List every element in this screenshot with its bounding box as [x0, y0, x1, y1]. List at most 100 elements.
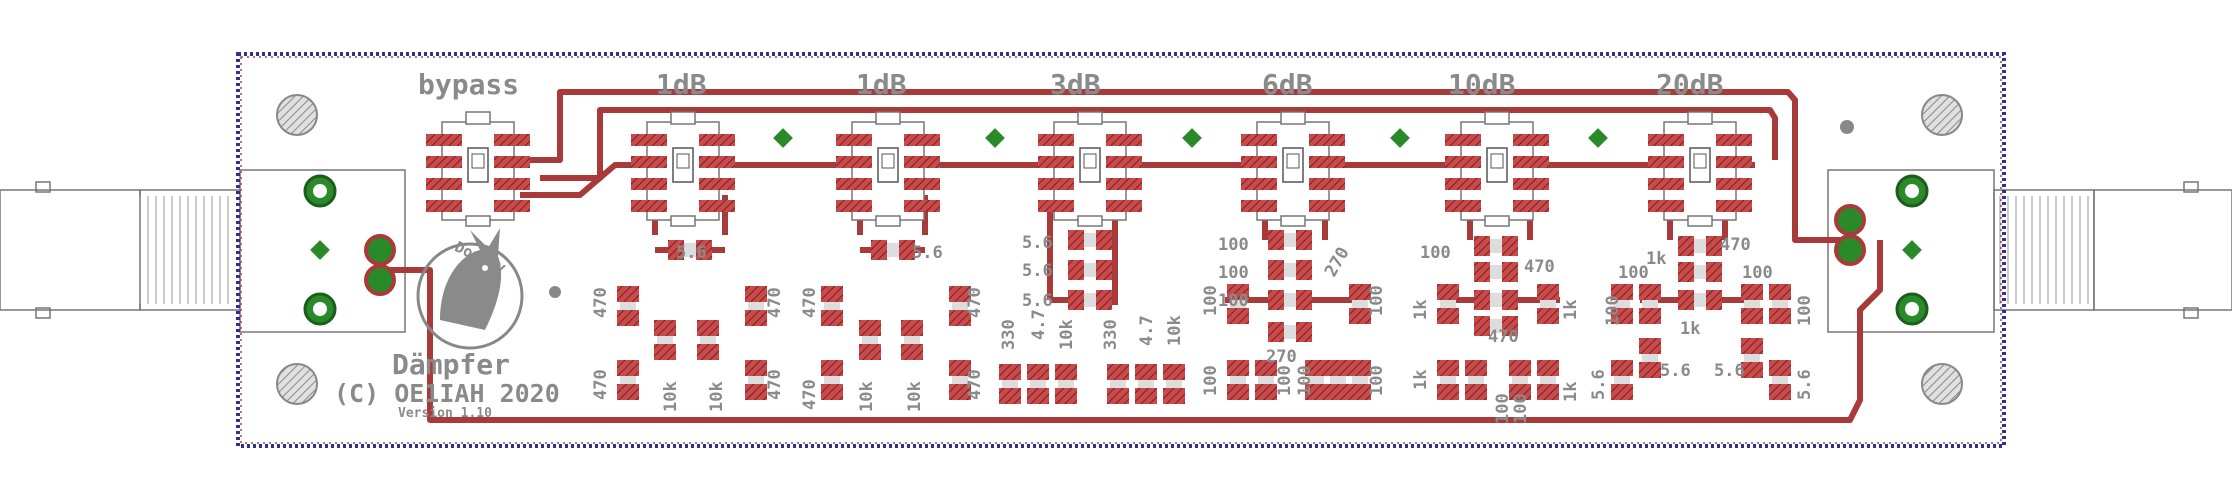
smd-resistor-icon	[1537, 360, 1559, 400]
smd-resistor-icon	[654, 320, 676, 360]
stage-label-10db: 10dB	[1448, 68, 1515, 101]
smd-resistor-icon	[617, 286, 639, 326]
r-label: 5.6	[1660, 361, 1691, 381]
smd-resistor-icon	[1107, 364, 1129, 404]
smd-resistor-icon	[1068, 290, 1112, 310]
r-label: 1k	[1680, 319, 1700, 339]
smd-resistor-icon	[901, 320, 923, 360]
r-label: 10k	[1165, 315, 1185, 346]
r-label: 470	[1720, 235, 1751, 255]
r-label: 470	[591, 369, 611, 400]
r-label: 470	[765, 369, 785, 400]
r-label: 100	[1618, 263, 1649, 283]
smd-resistor-icon	[1135, 364, 1157, 404]
smd-resistor-icon	[1227, 360, 1249, 400]
r-label: 330	[999, 319, 1019, 350]
r-label: 270	[1266, 347, 1297, 367]
r-label: 5.6	[1022, 291, 1053, 311]
smd-resistor-icon	[1163, 364, 1185, 404]
smd-resistor-icon	[821, 286, 843, 326]
smd-resistor-icon	[1068, 260, 1112, 280]
smd-resistor-icon	[1268, 230, 1312, 250]
r-label: 5.6	[1022, 261, 1053, 281]
r-label: 10k	[707, 381, 727, 412]
stage-label-3db: 3dB	[1050, 68, 1101, 101]
smd-resistor-icon	[745, 360, 767, 400]
smd-resistor-icon	[999, 364, 1021, 404]
stage-label-1db-a: 1dB	[656, 68, 707, 101]
smd-resistor-icon	[1027, 364, 1049, 404]
resistor-icon	[617, 230, 1791, 404]
smd-resistor-icon	[821, 360, 843, 400]
smd-resistor-icon	[1639, 284, 1661, 324]
r-label: 470	[1524, 257, 1555, 277]
dip-switch-icon	[1445, 111, 1549, 227]
r-label: 1k	[1646, 249, 1666, 269]
r-label: 4.7	[1029, 309, 1049, 340]
r-label: 470	[800, 379, 820, 410]
r-label: 100	[1367, 285, 1387, 316]
donkey-logo-icon: Donkey	[416, 228, 524, 350]
r-label: 100	[1201, 285, 1221, 316]
smd-resistor-icon	[1349, 360, 1371, 400]
smd-resistor-icon	[1474, 316, 1518, 336]
r-label: 100	[1742, 263, 1773, 283]
r-label: 100	[1795, 295, 1815, 326]
dip-switch-icon	[1241, 111, 1345, 227]
r-label: 5.6	[1795, 369, 1815, 400]
resistor-value-labels: 5.6 470 470 470 470 10k 10k 5.6 470 470 …	[591, 233, 1815, 424]
smd-resistor-icon	[1349, 284, 1371, 324]
board-outline	[236, 52, 2006, 448]
r-label: 1k	[1411, 300, 1431, 320]
smd-resistor-icon	[949, 286, 971, 326]
smd-resistor-icon	[1678, 236, 1722, 256]
smd-resistor-icon	[1769, 360, 1791, 400]
stage-label-6db: 6dB	[1262, 68, 1313, 101]
dip-switch-icon	[1648, 111, 1752, 227]
smd-resistor-icon	[1509, 360, 1531, 400]
r-label: 100	[1295, 365, 1315, 396]
dip-switch-icon	[631, 111, 735, 227]
smd-resistor-icon	[1437, 360, 1459, 400]
stage-label-20db: 20dB	[1656, 68, 1723, 101]
r-label: 100	[1367, 365, 1387, 396]
smd-resistor-icon	[859, 320, 881, 360]
r-label: 100	[1603, 295, 1623, 326]
smd-resistor-icon	[1741, 284, 1763, 324]
r-label: 10k	[661, 381, 681, 412]
smd-resistor-icon	[1741, 338, 1763, 378]
stage-label-1db-b: 1dB	[856, 68, 907, 101]
r-label: 470	[765, 287, 785, 318]
smd-resistor-icon	[745, 286, 767, 326]
smd-resistor-icon	[1639, 338, 1661, 378]
r-label: 470	[1488, 327, 1519, 347]
smd-resistor-icon	[1327, 360, 1349, 400]
smd-resistor-icon	[949, 360, 971, 400]
r-label: 5.6	[676, 243, 707, 263]
smd-resistor-icon	[1678, 262, 1722, 282]
smd-resistor-icon	[1611, 284, 1633, 324]
stage-label-bypass: bypass	[418, 68, 519, 101]
smd-resistor-icon	[871, 240, 915, 260]
r-label: 5.6	[1714, 361, 1745, 381]
smd-resistor-icon	[1055, 364, 1077, 404]
r-label: 4.7	[1137, 315, 1157, 346]
r-label: 100	[1511, 393, 1531, 424]
smd-resistor-icon	[1268, 290, 1312, 310]
smd-resistor-icon	[1678, 290, 1722, 310]
smd-resistor-icon	[1268, 260, 1312, 280]
smd-resistor-icon	[1068, 230, 1112, 250]
r-label: 5.6	[912, 243, 943, 263]
smd-resistor-icon	[1255, 360, 1277, 400]
rf-port-pad-icon	[364, 204, 1866, 296]
smd-resistor-icon	[1769, 284, 1791, 324]
r-label: 330	[1101, 319, 1121, 350]
r-label: 100	[1201, 365, 1221, 396]
r-label: 1k	[1561, 300, 1581, 320]
r-label: 100	[1218, 291, 1249, 311]
smd-resistor-icon	[1474, 262, 1518, 282]
smd-resistor-icon	[1227, 284, 1249, 324]
smd-resistor-icon	[1537, 284, 1559, 324]
r-label: 100	[1493, 393, 1513, 424]
